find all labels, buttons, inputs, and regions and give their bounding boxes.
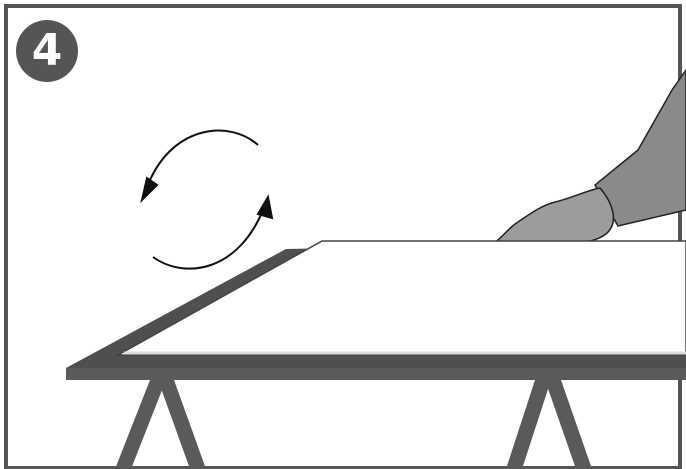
table-top — [66, 240, 686, 380]
table-rail — [66, 368, 686, 380]
step-number-badge: 4 — [16, 20, 78, 82]
right-leg-a — [506, 380, 551, 469]
lower-arrowhead — [256, 194, 274, 220]
trestle-legs — [115, 380, 592, 469]
left-leg-b — [158, 380, 206, 469]
left-leg-a — [115, 380, 166, 469]
panel-border — [4, 4, 682, 469]
upper-arrowhead — [140, 176, 159, 204]
arm — [594, 68, 686, 227]
circular-arrows-icon — [140, 129, 274, 270]
upper-arc — [149, 129, 259, 181]
right-leg-b — [545, 380, 592, 469]
lower-arc — [152, 204, 266, 270]
glass-surface — [115, 240, 686, 356]
